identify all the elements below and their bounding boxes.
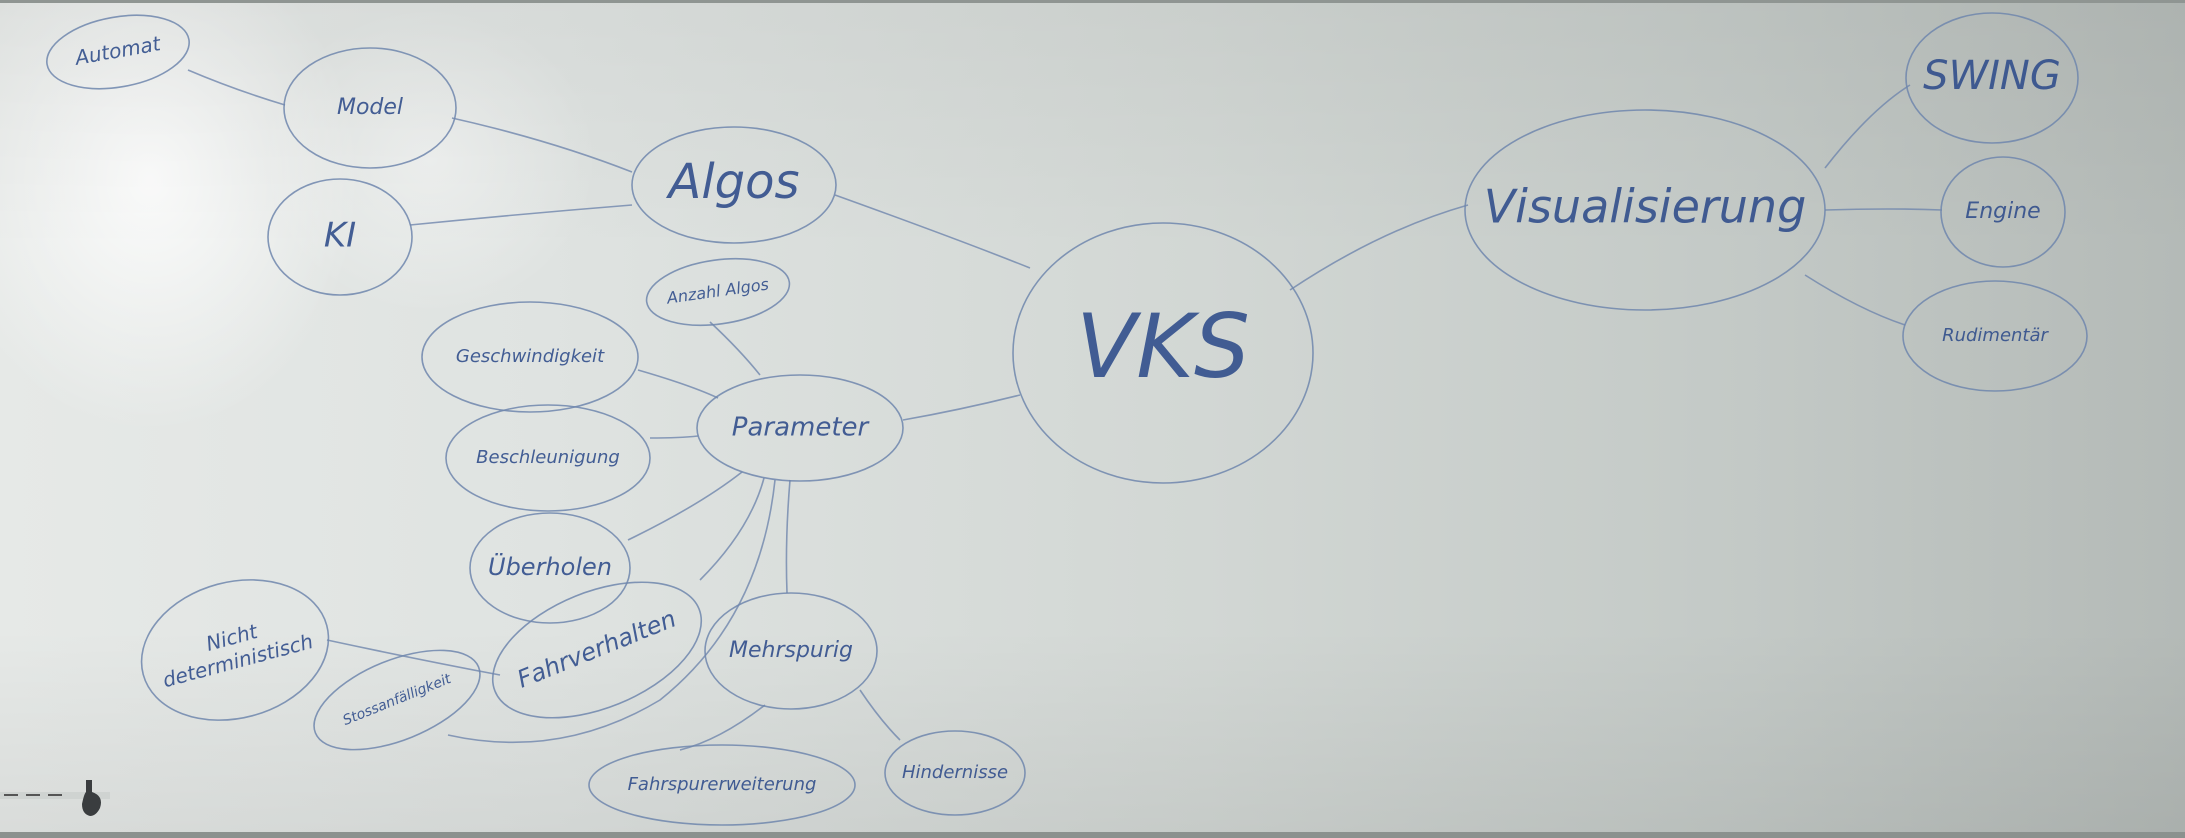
connector-parameter-to-vks: [902, 394, 1021, 421]
node-ueberholen: Überholen: [469, 512, 631, 624]
node-bubble: [704, 592, 878, 710]
node-label: Stossanfälligkeit: [341, 671, 454, 729]
node-fahrspurerweiterung: Fahrspurerweiterung: [588, 744, 856, 826]
node-label: Algos: [665, 154, 799, 210]
node-bubble: [445, 404, 651, 512]
node-label: Geschwindigkeit: [456, 346, 605, 367]
node-hindernisse: Hindernisse: [884, 730, 1026, 816]
connector-automat-to-model: [187, 69, 286, 106]
node-nicht-deterministisch: Nichtdeterministisch: [140, 579, 330, 721]
connector-fahrverhalten-to-parameter: [699, 477, 765, 581]
node-label: VKS: [1076, 295, 1250, 398]
node-bubble: [588, 744, 856, 826]
node-bubble: [140, 579, 330, 721]
connector-beschleunigung-to-parameter: [649, 435, 699, 439]
connector-mehrspurig-to-fahrspurerweiterung: [679, 704, 766, 751]
node-bubble: [421, 301, 639, 413]
node-bubble: [46, 14, 190, 90]
node-geschwindigkeit: Geschwindigkeit: [421, 301, 639, 413]
node-label: SWING: [1923, 53, 2061, 99]
connector-algos-to-vks: [834, 194, 1031, 269]
whiteboard-frame-top: [0, 0, 2185, 3]
node-label: KI: [324, 216, 356, 256]
connector-visualisierung-to-swing: [1824, 84, 1911, 169]
node-vks: VKS: [1012, 222, 1314, 484]
node-label: Beschleunigung: [476, 447, 620, 468]
connector-mehrspurig-to-parameter: [785, 479, 791, 594]
node-label: Hindernisse: [902, 762, 1008, 783]
node-bubble: [1902, 280, 2088, 392]
node-swing: SWING: [1905, 12, 2079, 144]
node-label: Model: [337, 95, 403, 120]
node-bubble: [1464, 109, 1826, 311]
node-label: Anzahl Algos: [665, 274, 770, 307]
node-label: Fahrverhalten: [513, 605, 680, 694]
node-label: Parameter: [732, 413, 871, 443]
mind-map-connectors: [187, 69, 1943, 751]
connector-mehrspurig-to-hindernisse: [859, 689, 901, 741]
node-label: Nichtdeterministisch: [154, 605, 316, 691]
node-stossanfaelligkeit: Stossanfälligkeit: [313, 649, 481, 751]
node-label: Überholen: [488, 552, 612, 581]
node-bubble: [645, 257, 791, 327]
node-beschleunigung: Beschleunigung: [445, 404, 651, 512]
node-fahrverhalten: Fahrverhalten: [491, 581, 703, 719]
node-algos: Algos: [631, 126, 837, 244]
node-bubble: [1905, 12, 2079, 144]
node-bubble: [884, 730, 1026, 816]
connector-anzahl_algos-to-parameter: [709, 321, 761, 376]
node-parameter: Parameter: [696, 374, 904, 482]
connector-geschwindigkeit-to-parameter: [637, 369, 719, 399]
connector-model-to-algos: [451, 117, 633, 173]
connector-stossanfaelligkeit-to-parameter: [447, 479, 776, 744]
node-label: Rudimentär: [1942, 325, 2049, 346]
node-label: Engine: [1965, 199, 2040, 224]
node-bubble: [469, 512, 631, 624]
node-automat: Automat: [46, 14, 190, 90]
node-rudimentaer: Rudimentär: [1902, 280, 2088, 392]
connector-ueberholen-to-parameter: [627, 471, 743, 541]
node-ki: KI: [267, 178, 413, 296]
node-model: Model: [283, 47, 457, 169]
node-label: Visualisierung: [1484, 180, 1807, 234]
node-bubble: [313, 649, 481, 751]
node-bubble: [1012, 222, 1314, 484]
node-bubble: [631, 126, 837, 244]
connector-ki-to-algos: [409, 204, 633, 226]
whiteboard-tray: [0, 832, 2185, 838]
connector-visualisierung-to-rudimentaer: [1804, 274, 1906, 326]
node-label: Fahrspurerweiterung: [628, 774, 817, 795]
node-anzahl-algos: Anzahl Algos: [645, 257, 791, 327]
node-bubble: [283, 47, 457, 169]
node-bubble: [696, 374, 904, 482]
connector-visualisierung-to-engine: [1824, 208, 1943, 211]
node-label: Automat: [71, 31, 163, 70]
board-magnet: [0, 780, 110, 816]
connector-nicht_deterministisch-to-fahrverhalten: [326, 639, 501, 676]
node-bubble: [1940, 156, 2066, 268]
node-label: Mehrspurig: [729, 638, 853, 663]
connector-vks-to-visualisierung: [1289, 204, 1469, 291]
node-bubble: [267, 178, 413, 296]
node-mehrspurig: Mehrspurig: [704, 592, 878, 710]
node-engine: Engine: [1940, 156, 2066, 268]
node-visualisierung: Visualisierung: [1464, 109, 1826, 311]
node-bubble: [491, 581, 703, 719]
